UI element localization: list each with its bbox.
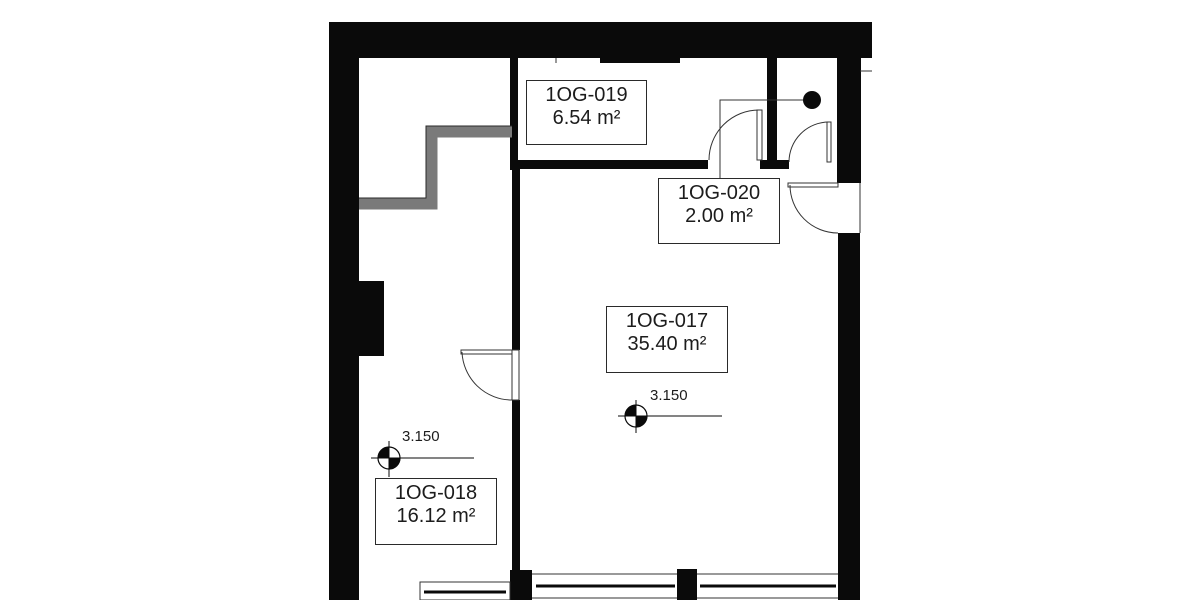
room-id: 1OG-017 [625,310,709,332]
leader-020 [719,99,810,178]
room-id: 1OG-020 [677,182,761,204]
wall-017-west-lower [512,400,520,570]
wall-019-west [510,58,518,170]
door-east [787,182,861,234]
room-label-017: 1OG-017 35.40 m² [606,306,728,373]
left-wall-pier [359,281,384,356]
top-wall [329,22,872,58]
pier-left [510,570,532,600]
room-id: 1OG-019 [545,84,628,106]
room-label-018: 1OG-018 16.12 m² [375,478,497,545]
level-value-018: 3.150 [402,428,440,445]
room-area: 35.40 m² [627,333,707,355]
partition-wall [359,126,512,210]
partition-outline [359,125,512,199]
annotation-lines [555,58,872,178]
room-label-020: 1OG-020 2.00 m² [658,178,780,244]
left-wall [329,22,359,600]
pier-mid [677,569,697,600]
door-020 [788,121,832,163]
room-area: 2.00 m² [685,205,753,227]
riser-icon [803,91,821,109]
window-018 [419,581,511,600]
wall-east-upper [837,58,861,183]
top-notch-1 [600,58,680,63]
wall-020-stub [760,160,789,169]
door-019 [708,109,763,161]
level-marker-017 [618,400,722,433]
level-value-017: 3.150 [650,387,688,404]
room-id: 1OG-018 [394,482,478,504]
wall-017-west [512,160,520,350]
level-marker-018 [371,441,474,477]
room-label-019: 1OG-019 6.54 m² [526,80,647,145]
window-017-right [697,573,838,599]
room-area: 16.12 m² [396,505,476,527]
walls [329,22,872,600]
window-017-left [532,573,677,599]
windows [419,573,838,600]
room-area: 6.54 m² [552,107,621,129]
door-018 [460,349,520,401]
wall-020-mid [767,58,777,163]
wall-019-south [512,160,708,169]
doors [460,109,861,401]
wall-east [838,233,860,600]
